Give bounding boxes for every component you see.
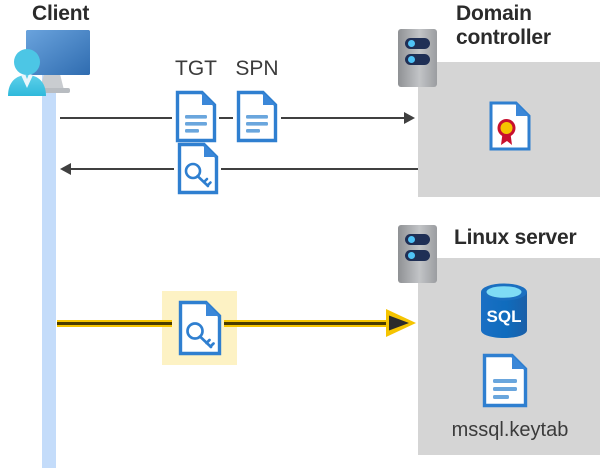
certificate-icon	[489, 101, 531, 151]
service-ticket-arrowhead	[386, 309, 416, 337]
sql-database-icon: SQL	[477, 282, 531, 340]
client-lifeline	[42, 62, 56, 468]
rack-led-icon	[408, 40, 415, 47]
domain-controller-title: Domain controller	[456, 2, 551, 49]
client-icon	[4, 26, 94, 96]
rack-led-icon	[408, 252, 415, 259]
client-title: Client	[32, 2, 90, 25]
domain-controller-server-rack-icon	[398, 29, 437, 87]
service-ticket-document-key-icon	[178, 300, 222, 356]
linux-server-title: Linux server	[454, 226, 577, 249]
tgt-document-icon	[175, 90, 217, 143]
response-document-key-icon	[177, 142, 219, 195]
keytab-document-icon	[482, 353, 528, 408]
sql-database-label: SQL	[487, 307, 522, 326]
rack-led-icon	[408, 56, 415, 63]
domain-controller-title-line2: controller	[456, 25, 551, 49]
domain-controller-title-line1: Domain	[456, 2, 532, 25]
spn-label: SPN	[235, 57, 279, 80]
spn-document-icon	[236, 90, 278, 143]
linux-server-server-rack-icon	[398, 225, 437, 283]
keytab-filename-label: mssql.keytab	[451, 419, 569, 441]
rack-led-icon	[408, 236, 415, 243]
tgt-label: TGT	[175, 57, 217, 80]
